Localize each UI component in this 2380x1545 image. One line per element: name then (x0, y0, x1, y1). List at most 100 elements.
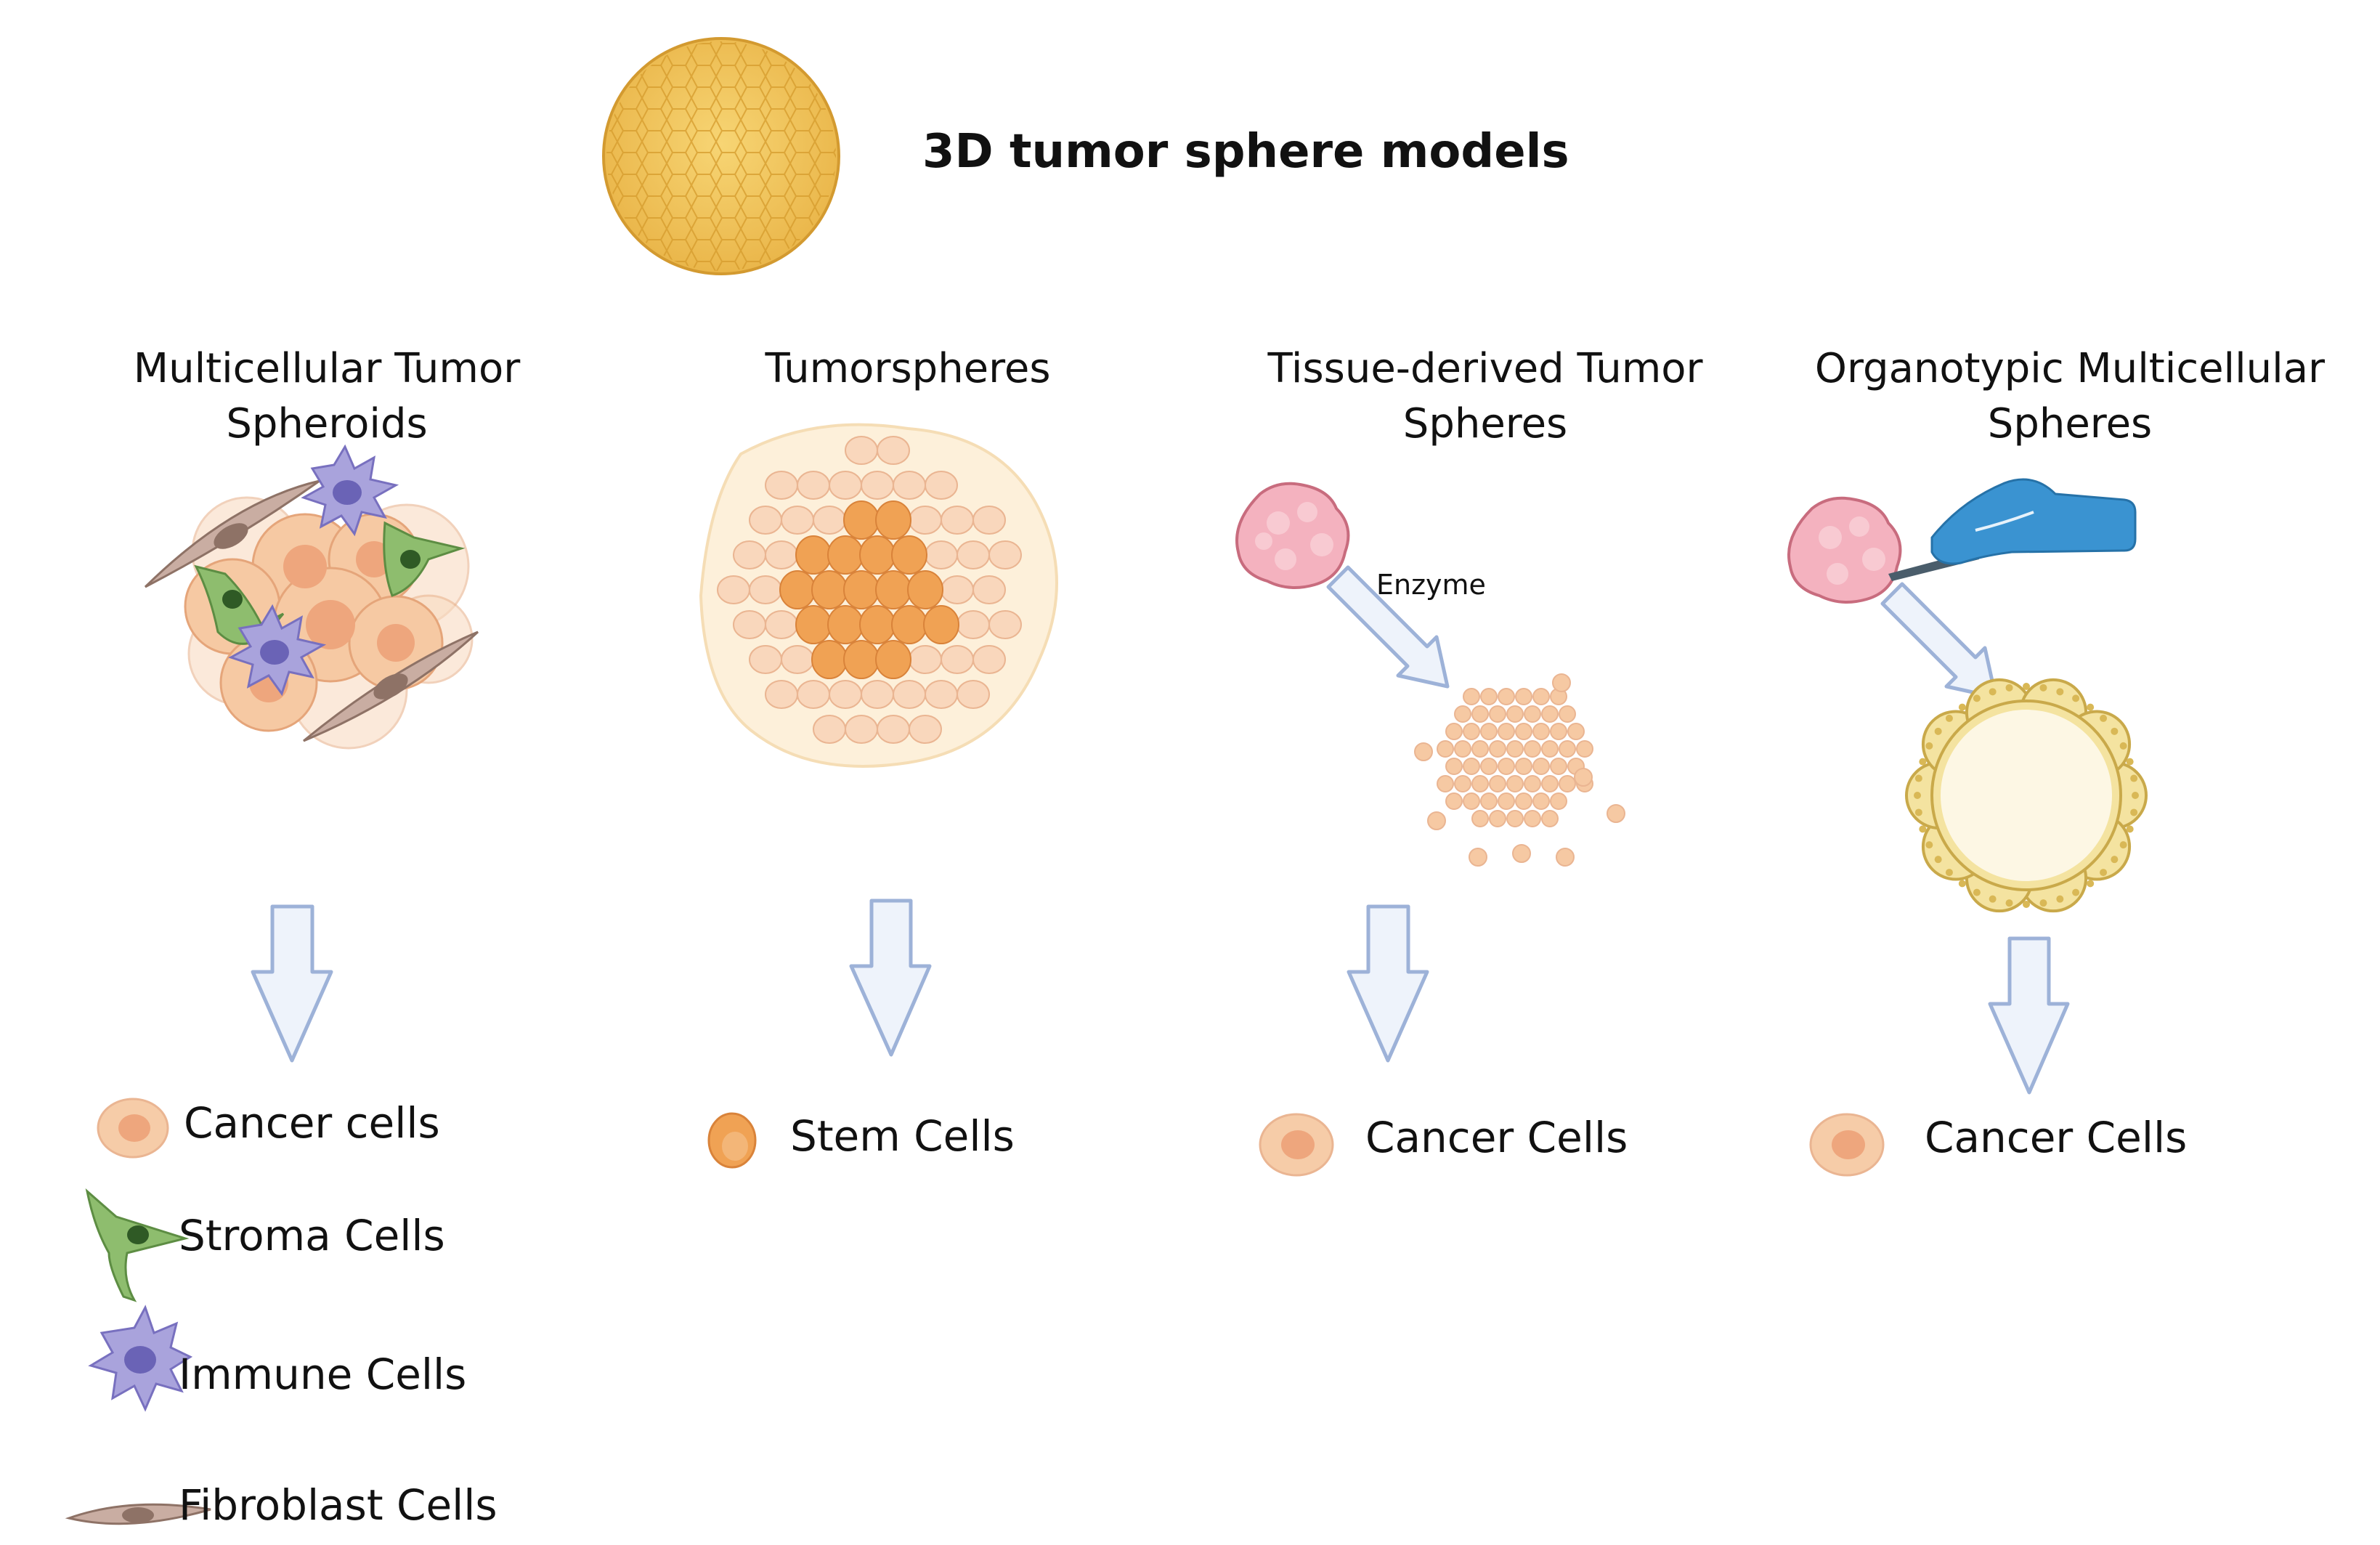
organotypic-cell (2119, 742, 2127, 750)
organotypic-cell (1914, 792, 1921, 799)
dissociated-cell (1463, 758, 1480, 775)
legend-stroma-cells: Stroma Cells (179, 1211, 445, 1260)
cancer-cell (925, 540, 958, 569)
cancer-cell (765, 471, 798, 500)
dissociated-cell (1463, 723, 1480, 740)
stem-cell (843, 570, 880, 609)
organotypic-cell (1934, 856, 1942, 864)
cancer-cell (813, 506, 846, 535)
stem-cell (875, 500, 911, 540)
legend-cancer-cells: Cancer cells (184, 1098, 440, 1148)
cancer-cell-icon-col3 (1259, 1113, 1334, 1177)
organotypic-cell (2087, 703, 2095, 711)
dissociated-cell (1489, 705, 1506, 723)
dissociated-cell (1498, 688, 1515, 705)
dissociated-cell (1541, 740, 1559, 758)
down-arrow-col2 (849, 899, 932, 1057)
dissociated-cell (1515, 758, 1532, 775)
cancer-cell (893, 680, 926, 709)
organotypic-cell (1973, 694, 1981, 702)
cancer-cell (877, 436, 910, 465)
cancer-cell (909, 715, 942, 744)
dissociated-cell (1506, 705, 1524, 723)
dissociated-cell (1463, 688, 1480, 705)
dissociated-cell (1498, 792, 1515, 810)
cancer-cell (941, 575, 974, 604)
dissociated-cell (1454, 705, 1471, 723)
dissociated-cell (1414, 742, 1433, 761)
cancer-cell (797, 471, 830, 500)
organotypic-cell (2039, 684, 2047, 692)
dissociated-cell (1498, 723, 1515, 740)
dissociated-cell (1469, 848, 1487, 867)
stem-cell (843, 500, 880, 540)
organotypic-cell (1989, 688, 1997, 696)
stem-cell (811, 640, 848, 679)
stroma-cell-icon (85, 1188, 190, 1302)
cancer-cell (988, 610, 1022, 639)
dissociated-cell (1471, 705, 1489, 723)
dissociated-cell (1471, 810, 1489, 827)
organotypic-cell (2023, 901, 2030, 908)
tumor-sphere-icon (602, 37, 840, 275)
stem-cell (811, 570, 848, 609)
dissociated-cell (1532, 723, 1550, 740)
cancer-cell (765, 680, 798, 709)
dissociated-cell (1524, 810, 1541, 827)
stem-cell (875, 570, 911, 609)
legend-stem-cells: Stem Cells (790, 1111, 1015, 1161)
organotypic-cell (2132, 792, 2139, 799)
dissociated-cell (1574, 768, 1593, 787)
cancer-cell (988, 540, 1022, 569)
dissociated-cell (1559, 740, 1576, 758)
cancer-cell (781, 506, 814, 535)
cancer-cell (797, 680, 830, 709)
cancer-cell (717, 575, 750, 604)
cancer-cell-icon (97, 1098, 169, 1159)
down-arrow-col1 (251, 904, 333, 1063)
dissociated-cell (1576, 740, 1593, 758)
cancer-cell (941, 645, 974, 674)
organotypic-cell (1958, 703, 1966, 711)
column-title-organotypic: Organotypic Multicellular Spheres (1814, 345, 2326, 447)
organotypic-cell (1989, 895, 1997, 903)
dissociated-cell (1471, 775, 1489, 792)
cancer-cell (749, 506, 782, 535)
tissue-derived-illustration (1235, 482, 1625, 867)
organotypic-cell (1925, 742, 1933, 750)
dissociated-cell (1532, 758, 1550, 775)
organotypic-cell (1919, 825, 1927, 833)
dissociated-cell (1559, 705, 1576, 723)
organotypic-cell (2130, 774, 2138, 782)
cancer-cell (972, 645, 1006, 674)
stem-cell (843, 640, 880, 679)
legend-cancer-cells-col4: Cancer Cells (1925, 1113, 2188, 1162)
organotypic-cell (2111, 727, 2119, 735)
organotypic-cell (1958, 880, 1966, 888)
cancer-cell (829, 680, 862, 709)
dissociated-cell (1524, 740, 1541, 758)
dissociated-cell (1556, 848, 1575, 867)
down-arrow-col4 (1988, 936, 2070, 1095)
cancer-cell (957, 680, 990, 709)
organotypic-cell (1934, 727, 1942, 735)
cancer-cell (733, 610, 766, 639)
dissociated-cell (1489, 810, 1506, 827)
immune-cell-icon (88, 1305, 193, 1412)
cancer-cell-icon-col4 (1809, 1113, 1885, 1177)
cancer-cell (925, 680, 958, 709)
dissociated-cell (1550, 758, 1567, 775)
legend-immune-cells: Immune Cells (179, 1350, 467, 1399)
cancer-cell (749, 645, 782, 674)
dissociated-cell (1437, 740, 1454, 758)
dissociated-cell (1541, 705, 1559, 723)
dissociated-cell (1454, 740, 1471, 758)
organotypic-cell (1925, 841, 1933, 849)
dissociated-cell (1550, 723, 1567, 740)
cancer-cell (972, 506, 1006, 535)
cancer-cell (877, 715, 910, 744)
dissociated-cell (1454, 775, 1471, 792)
diagram-title: 3D tumor sphere models (922, 125, 1569, 179)
organotypic-cell (2119, 841, 2127, 849)
